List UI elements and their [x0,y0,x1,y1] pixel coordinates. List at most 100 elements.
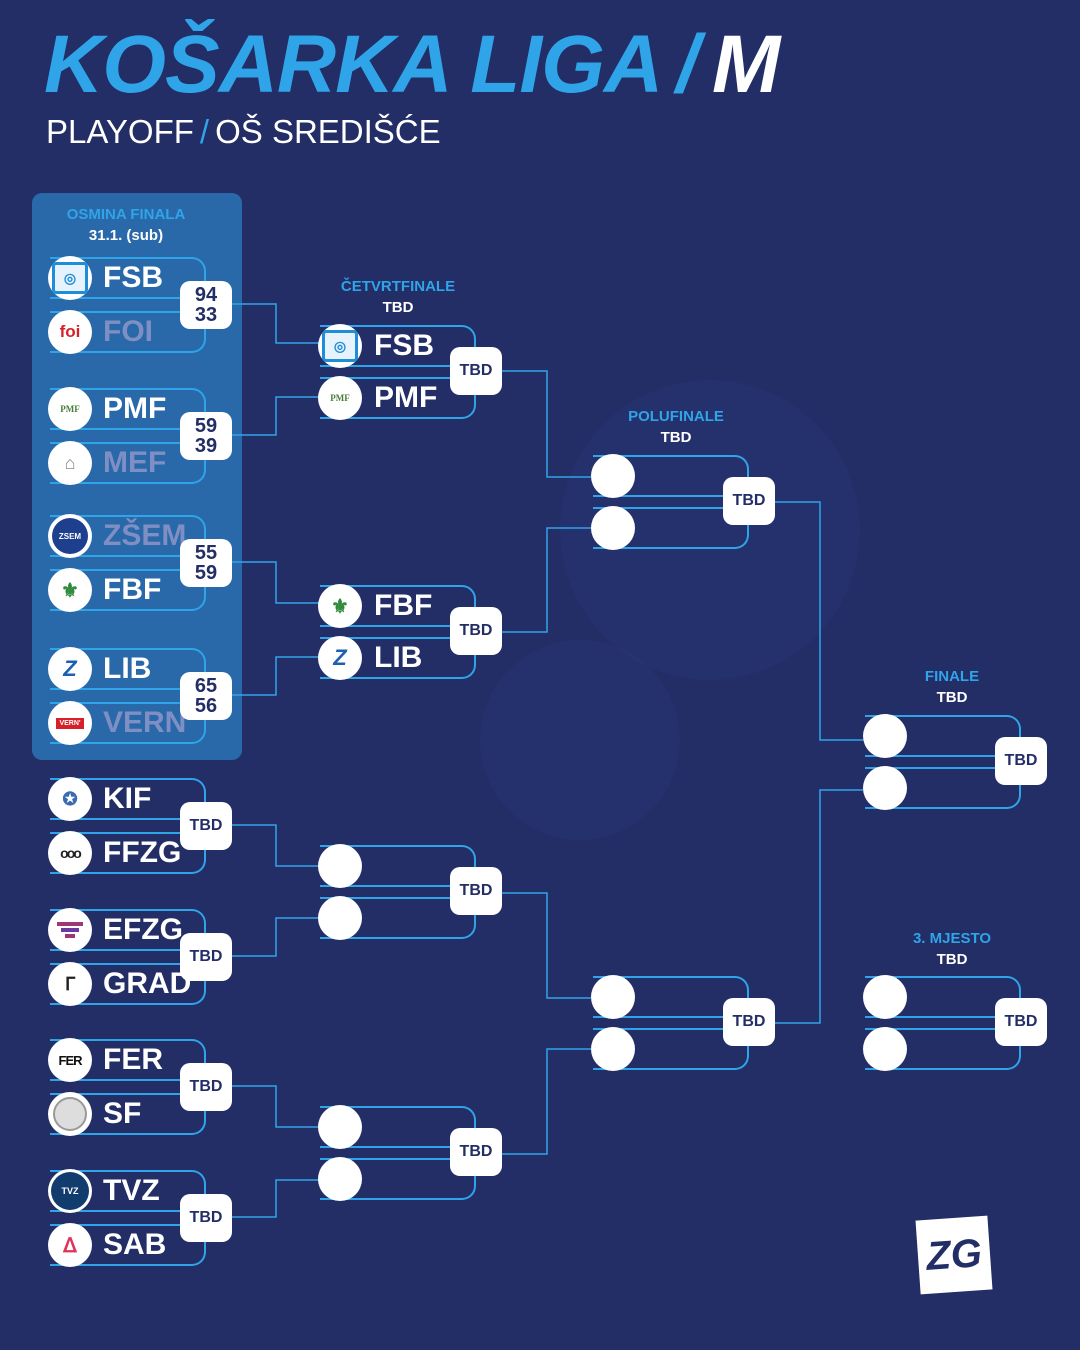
team-name: PMF [374,381,438,414]
fbf-logo-icon: ⚜ [48,568,92,612]
empty-team-slot [318,844,362,888]
empty-team-slot [591,506,635,550]
match-score[interactable]: TBD [450,347,502,395]
team-name: TVZ [103,1174,160,1207]
match-score[interactable]: TBD [450,607,502,655]
team-slot [50,515,206,557]
empty-team-slot [591,975,635,1019]
team-name: SF [103,1097,142,1130]
score-tbd: TBD [189,948,223,965]
team-slot [320,585,476,627]
connector-line [232,396,320,436]
team-slot [50,257,206,299]
team-slot [593,507,749,549]
team-slot [320,897,476,939]
empty-team-slot [318,1157,362,1201]
team-slot [50,702,206,744]
match-score[interactable]: TBD [180,802,232,850]
team-name: SAB [103,1228,167,1261]
kif-logo-icon: ✪ [48,777,92,821]
team-slot [593,455,749,497]
sab-logo-icon: ᐃ [48,1223,92,1267]
empty-team-slot [863,766,907,810]
team-slot [50,963,206,1005]
page-subtitle: PLAYOFF/OŠ SREDIŠĆE [46,113,441,150]
match-score[interactable]: TBD [450,867,502,915]
connector-line [232,656,320,696]
page-title: KOŠARKA LIGA/M [44,19,780,110]
team-name: PMF [103,392,167,425]
pmf-logo-icon: PMF [318,376,362,420]
empty-team-slot [591,454,635,498]
connector-line [232,824,320,867]
mef-logo-icon: ⌂ [48,441,92,485]
match-score[interactable]: TBD [180,933,232,981]
match-score[interactable]: TBD [723,477,775,525]
match-score[interactable]: TBD [180,1063,232,1111]
team-name: FBF [103,573,162,606]
vern-logo-icon: VERN' [48,701,92,745]
empty-team-slot [863,714,907,758]
team-slot [865,976,1021,1018]
team-name: MEF [103,446,167,479]
team-slot [320,637,476,679]
team-slot [50,1224,206,1266]
team-slot [50,648,206,690]
score-bottom: 56 [194,695,218,717]
match-score[interactable]: TBD [180,1194,232,1242]
team-name: FSB [374,329,434,362]
score-bottom: 39 [194,435,218,457]
team-slot [320,1106,476,1148]
sf-logo-icon [48,1092,92,1136]
score-tbd: TBD [1004,752,1038,769]
match-score[interactable]: TBD [723,998,775,1046]
team-slot [50,778,206,820]
team-name: GRAD [103,967,192,1000]
team-slot [50,569,206,611]
team-name: FBF [374,589,433,622]
connector-line [232,917,320,957]
match-score[interactable]: TBD [450,1128,502,1176]
score-bottom: 33 [194,304,218,326]
team-name: LIB [103,652,152,685]
lib-logo-icon: Z [48,647,92,691]
score-tbd: TBD [459,362,493,379]
connector-line [502,892,591,999]
empty-team-slot [318,896,362,940]
pmf-logo-icon: PMF [48,387,92,431]
team-slot [50,388,206,430]
connector-line [775,501,863,741]
score-tbd: TBD [732,1013,766,1030]
team-name: FER [103,1043,163,1076]
background-player-silhouette [480,640,680,840]
ffzg-logo-icon: ooo [48,831,92,875]
empty-team-slot [591,1027,635,1071]
connector-line [232,561,320,604]
score-tbd: TBD [189,1078,223,1095]
score-tbd: TBD [459,1143,493,1160]
match-score[interactable]: TBD [995,737,1047,785]
fer-logo-icon: FER [48,1038,92,1082]
team-slot [320,845,476,887]
score-tbd: TBD [1004,1013,1038,1030]
team-slot [593,976,749,1018]
empty-team-slot [318,1105,362,1149]
connector-line [502,527,591,633]
team-name: ZŠEM [103,519,187,552]
connector-line [775,789,863,1024]
zsem-logo-icon: ZSEM [48,514,92,558]
team-name: EFZG [103,913,183,946]
score-tbd: TBD [189,1209,223,1226]
match-score[interactable]: TBD [995,998,1047,1046]
connector-line [232,1085,320,1128]
team-name: FFZG [103,836,182,869]
